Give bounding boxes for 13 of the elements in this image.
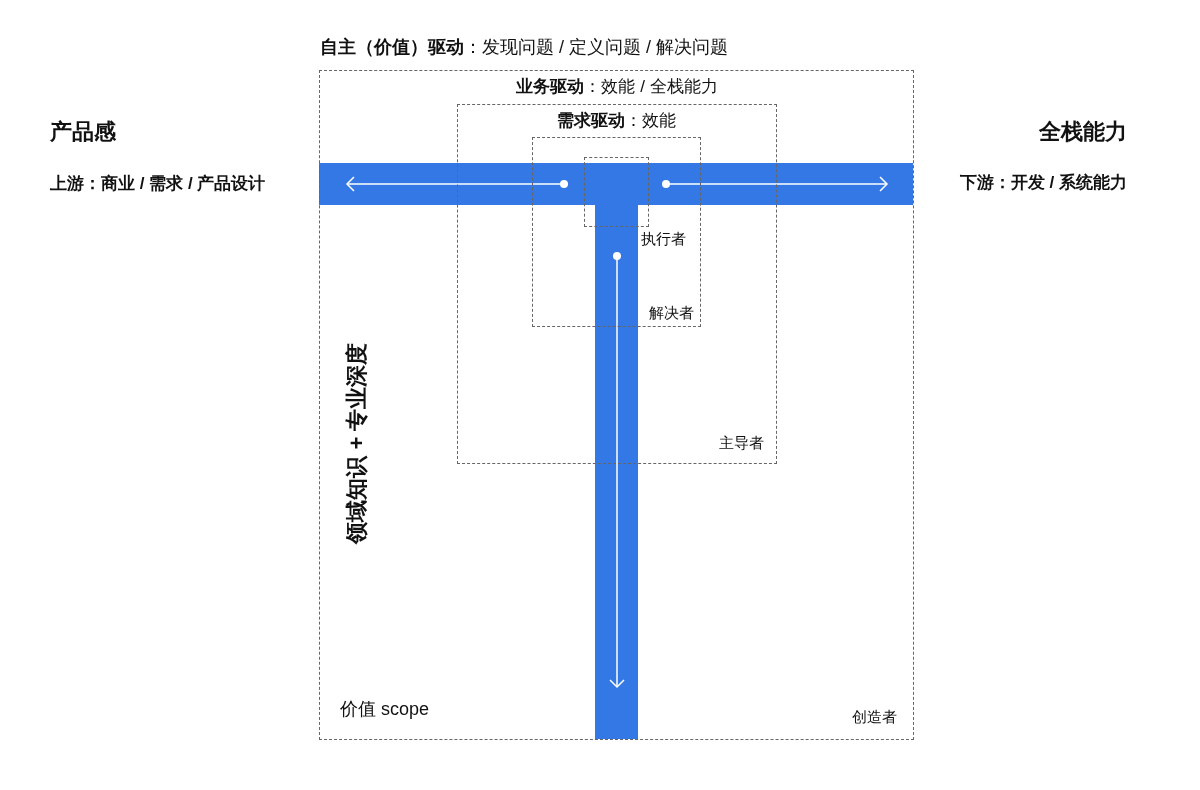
side-heading: 全栈能力 <box>1039 120 1127 145</box>
side-label: 下游：开发 / 系统能力 <box>959 174 1127 193</box>
box-heading: 需求驱动：效能 <box>557 112 676 131</box>
box-heading: 自主（价值）驱动：发现问题 / 定义问题 / 解决问题 <box>320 38 728 58</box>
side-label: 上游：商业 / 需求 / 产品设计 <box>50 175 266 194</box>
role-label: 价值 scope <box>340 700 430 720</box>
role-label: 主导者 <box>719 434 764 451</box>
side-heading: 产品感 <box>50 120 116 145</box>
role-label: 解决者 <box>649 304 694 321</box>
vertical-label: 领域知识 + 专业深度 <box>344 342 370 544</box>
role-label: 创造者 <box>852 708 897 725</box>
box-heading: 业务驱动：效能 / 全栈能力 <box>516 78 718 97</box>
role-label: 执行者 <box>641 231 686 248</box>
